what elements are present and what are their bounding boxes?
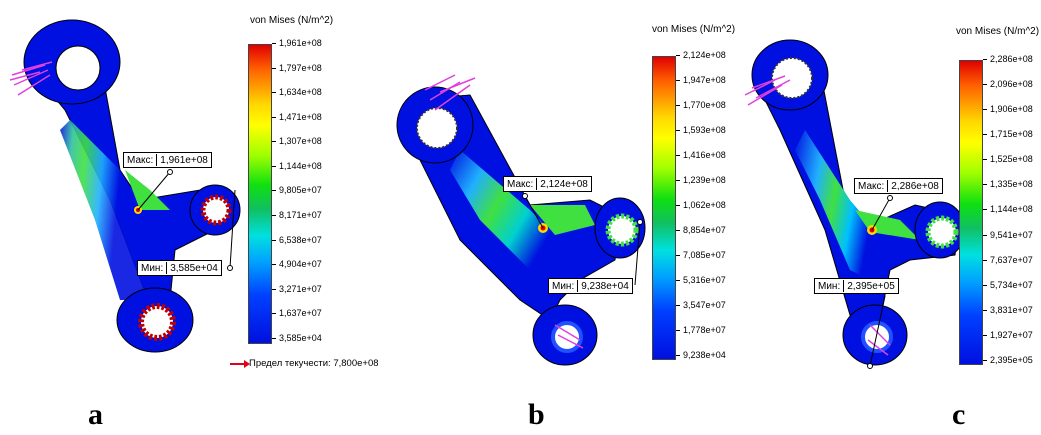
min-label-c: Мин: — [818, 280, 841, 292]
tick-b-1: 1,947e+08 — [676, 75, 726, 85]
tick-a-11: 1,637e+07 — [272, 308, 322, 318]
panel-c: von Mises (N/m^2) 2,286e+08 2,096e+08 1,… — [730, 0, 1041, 435]
max-label-b: Макс: — [507, 178, 534, 190]
stress-zone-fillet-a — [125, 170, 170, 210]
stress-zone-c — [795, 130, 890, 280]
tick-a-12: 3,585e+04 — [272, 333, 322, 343]
min-callout-b: Мин: 9,238e+04 — [548, 278, 633, 294]
tick-a-8: 6,538e+07 — [272, 235, 322, 245]
legend-title-c: von Mises (N/m^2) — [956, 26, 1040, 37]
tick-c-7: 9,541e+07 — [983, 230, 1033, 240]
max-callout-c: Макс: 2,286e+08 — [854, 178, 943, 194]
tick-c-12: 2,395e+05 — [983, 355, 1033, 365]
yield-strength-note: Предел текучести: 7,800e+08 — [230, 358, 379, 369]
top-hole-c — [771, 57, 813, 99]
yield-arrow-icon — [230, 359, 250, 368]
figure-label-b: b — [528, 398, 545, 431]
tick-b-12: 9,238e+04 — [676, 350, 726, 360]
tick-a-1: 1,797e+08 — [272, 63, 322, 73]
tick-b-9: 5,316e+07 — [676, 275, 726, 285]
min-callout-c: Мин: 2,395e+05 — [814, 278, 899, 294]
top-hole-b — [416, 107, 458, 149]
right-hole-b — [605, 213, 639, 247]
panel-b: von Mises (N/m^2) 2,124e+08 1,947e+08 1,… — [380, 0, 735, 435]
yield-text: Предел текучести: 7,800e+08 — [249, 358, 379, 369]
bottom-hole-a — [138, 303, 176, 341]
stress-plot-a — [9, 19, 241, 353]
tick-c-6: 1,144e+08 — [983, 204, 1033, 214]
tick-b-8: 7,085e+07 — [676, 250, 726, 260]
tick-b-11: 1,778e+07 — [676, 325, 726, 335]
max-value-a: 1,961e+08 — [160, 154, 208, 166]
max-callout-b: Макс: 2,124e+08 — [503, 176, 592, 192]
tick-a-4: 1,307e+08 — [272, 136, 322, 146]
min-label-b: Мин: — [552, 280, 575, 292]
tick-c-5: 1,335e+08 — [983, 179, 1033, 189]
min-label-a: Мин: — [141, 262, 164, 274]
tick-a-5: 1,144e+08 — [272, 161, 322, 171]
max-label-a: Макс: — [127, 154, 154, 166]
tick-a-10: 3,271e+07 — [272, 284, 322, 294]
tick-b-2: 1,770e+08 — [676, 100, 726, 110]
max-value-c: 2,286e+08 — [891, 180, 939, 192]
load-arrows-a — [9, 61, 53, 96]
max-callout-a: Макс: 1,961e+08 — [123, 152, 212, 168]
panel-a: von Mises (N/m^2) 1,961e+08 1,797e+08 1,… — [0, 0, 379, 435]
stress-zone-fillet-b — [530, 205, 595, 235]
tick-c-11: 1,927e+07 — [983, 330, 1033, 340]
tick-b-5: 1,239e+08 — [676, 175, 726, 185]
tick-b-10: 3,547e+07 — [676, 300, 726, 310]
colorbar-b — [652, 56, 676, 360]
tick-a-9: 4,904e+07 — [272, 259, 322, 269]
min-callout-a: Мин: 3,585e+04 — [137, 260, 222, 276]
colorbar-c — [959, 60, 983, 365]
tick-c-2: 1,906e+08 — [983, 104, 1033, 114]
tick-c-0: 2,286e+08 — [983, 54, 1033, 64]
tick-b-7: 8,854e+07 — [676, 225, 726, 235]
stress-zone-fillet-c — [855, 210, 920, 240]
colorbar-a — [248, 44, 272, 344]
tick-b-3: 1,593e+08 — [676, 125, 726, 135]
figure-label-a: a — [88, 398, 103, 431]
tick-c-1: 2,096e+08 — [983, 79, 1033, 89]
stress-zone-a — [60, 120, 150, 300]
load-arrows-c — [744, 75, 891, 356]
tick-c-10: 3,831e+07 — [983, 305, 1033, 315]
tick-b-4: 1,416e+08 — [676, 150, 726, 160]
stress-plot-c — [744, 39, 966, 369]
min-value-a: 3,585e+04 — [170, 262, 218, 274]
tick-c-9: 5,734e+07 — [983, 280, 1033, 290]
tick-a-3: 1,471e+08 — [272, 112, 322, 122]
right-hole-c — [925, 215, 959, 249]
figure-label-c: c — [952, 398, 966, 431]
right-hole-a — [200, 194, 232, 226]
top-hole-a — [55, 45, 101, 91]
tick-a-6: 9,805e+07 — [272, 185, 322, 195]
tick-c-3: 1,715e+08 — [983, 129, 1033, 139]
tick-b-6: 1,062e+08 — [676, 200, 726, 210]
load-arrows-b — [424, 74, 584, 349]
legend-title-b: von Mises (N/m^2) — [652, 24, 736, 35]
tick-a-7: 8,171e+07 — [272, 210, 322, 220]
tick-c-8: 7,637e+07 — [983, 255, 1033, 265]
bottom-hole-c — [861, 321, 893, 353]
tick-a-2: 1,634e+08 — [272, 87, 322, 97]
stress-plot-b — [396, 74, 646, 366]
max-label-c: Макс: — [858, 180, 885, 192]
max-value-b: 2,124e+08 — [540, 178, 588, 190]
stress-zone-b — [450, 150, 580, 280]
tick-c-4: 1,525e+08 — [983, 154, 1033, 164]
min-value-b: 9,238e+04 — [581, 280, 629, 292]
bottom-hole-b — [551, 321, 583, 353]
min-value-c: 2,395e+05 — [847, 280, 895, 292]
tick-a-0: 1,961e+08 — [272, 38, 322, 48]
legend-title-a: von Mises (N/m^2) — [250, 15, 334, 26]
tick-b-0: 2,124e+08 — [676, 50, 726, 60]
